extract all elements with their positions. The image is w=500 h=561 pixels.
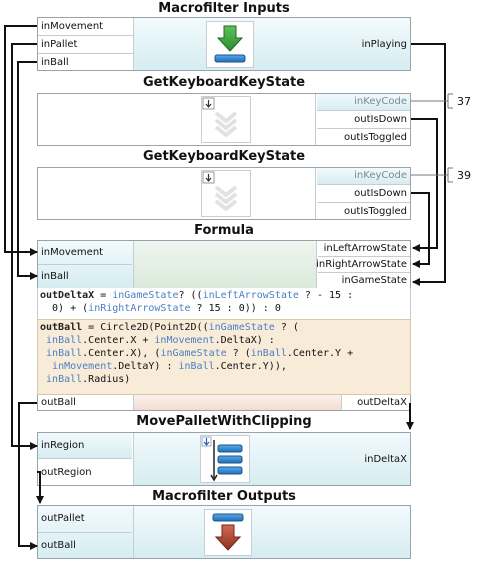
expr2-t7: .DeltaX) : bbox=[214, 335, 275, 346]
expr2-t8: inBall bbox=[46, 348, 83, 359]
port-inRegion[interactable]: inRegion bbox=[38, 433, 132, 459]
port-outIsDown[interactable]: outIsDown bbox=[317, 111, 410, 129]
port-inPallet[interactable]: inPallet bbox=[38, 36, 133, 54]
expr2-t9: .Center.X), ( bbox=[82, 348, 161, 359]
port-inKeyCode[interactable]: inKeyCode bbox=[317, 94, 410, 111]
keycode-value-2: 39 bbox=[457, 169, 471, 182]
expr2-t12: inBall bbox=[250, 348, 287, 359]
expr2-t10: inGameState bbox=[160, 348, 227, 359]
expr2-t17: .Center.Y)), bbox=[214, 361, 287, 372]
expr2-t13: .Center.Y + bbox=[286, 348, 354, 359]
port-outPallet[interactable]: outPallet bbox=[38, 506, 132, 533]
keyboard-icon bbox=[201, 96, 251, 143]
expr2-t16: inBall bbox=[178, 361, 215, 372]
port-inMovement[interactable]: inMovement bbox=[38, 18, 133, 36]
macrofilter-inputs-block[interactable]: inMovement inPallet inBall inPlaying bbox=[37, 17, 411, 71]
expr2-t1: = Circle2D(Point2D(( bbox=[82, 322, 209, 333]
port-outIsDown-2[interactable]: outIsDown bbox=[317, 185, 410, 203]
port-inKeyCode-2[interactable]: inKeyCode bbox=[317, 168, 410, 185]
keyboard-key-state-block-1[interactable]: inKeyCode outIsDown outIsToggled bbox=[37, 93, 411, 146]
wire-inPlaying bbox=[411, 43, 446, 286]
port-formula-inBall[interactable]: inBall bbox=[41, 270, 69, 282]
move-pallet-block[interactable]: inRegion outRegion inDeltaX bbox=[37, 432, 411, 486]
download-arrow-icon bbox=[206, 21, 254, 68]
wire-key2-isdown bbox=[411, 192, 430, 268]
port-outputs-outBall[interactable]: outBall bbox=[41, 540, 76, 551]
port-inPlaying[interactable]: inPlaying bbox=[361, 39, 407, 50]
expr2-t5: .Center.X + bbox=[82, 335, 155, 346]
expr2-t15: .DeltaY) : bbox=[112, 361, 179, 372]
wire-inBall bbox=[17, 61, 38, 280]
expr1-t5: ? - 15 : 0) + ( bbox=[52, 290, 354, 314]
wire-inPallet bbox=[11, 43, 38, 450]
move-title: MovePalletWithClipping bbox=[136, 414, 312, 429]
formula-output-row: outBall outDeltaX bbox=[37, 395, 411, 411]
expr2-t2: inGameState bbox=[208, 322, 275, 333]
port-formula-inMovement[interactable]: inMovement bbox=[38, 241, 132, 265]
macrofilter-outputs-block[interactable]: outPallet outBall bbox=[37, 505, 411, 559]
formula-title: Formula bbox=[194, 223, 254, 238]
port-inRightArrowState[interactable]: inRightArrowState bbox=[316, 257, 410, 273]
formula-expression-deltax[interactable]: outDeltaX = inGameState? ((inLeftArrowSt… bbox=[37, 288, 411, 319]
keyboard-icon-2 bbox=[201, 170, 251, 217]
port-inLeftArrowState[interactable]: inLeftArrowState bbox=[318, 241, 410, 257]
expr2-t6: inMovement bbox=[154, 335, 215, 346]
expr1-t1: = bbox=[94, 290, 113, 301]
wire-outBall bbox=[18, 402, 38, 550]
wire-outRegion bbox=[36, 471, 44, 504]
keycode-value-1: 37 bbox=[457, 95, 471, 108]
expr1-t2: inGameState bbox=[112, 290, 179, 301]
port-inGameState[interactable]: inGameState bbox=[341, 274, 407, 286]
expr1-t4: inLeftArrowState bbox=[202, 290, 299, 301]
inputs-title: Macrofilter Inputs bbox=[158, 1, 290, 16]
expr2-t18: inBall bbox=[46, 374, 83, 385]
port-outIsToggled[interactable]: outIsToggled bbox=[343, 131, 407, 143]
upload-arrow-icon bbox=[204, 509, 252, 556]
expr2-t19: .Radius) bbox=[82, 374, 131, 385]
key1-title: GetKeyboardKeyState bbox=[142, 75, 306, 90]
formula-expression-ball[interactable]: outBall = Circle2D(Point2D((inGameState … bbox=[37, 319, 411, 395]
keycode-bracket-1 bbox=[411, 93, 453, 109]
key2-title: GetKeyboardKeyState bbox=[142, 149, 306, 164]
expr1-t3: ? (( bbox=[178, 290, 203, 301]
port-outIsToggled-2[interactable]: outIsToggled bbox=[343, 205, 407, 217]
expr2-t3: ? ( bbox=[280, 322, 299, 333]
expr1-t0: outDeltaX bbox=[40, 290, 95, 301]
port-outBall[interactable]: outBall bbox=[41, 396, 76, 408]
port-inDeltaX[interactable]: inDeltaX bbox=[364, 454, 407, 465]
formula-block[interactable]: inMovement inBall inLeftArrowState inRig… bbox=[37, 240, 411, 288]
wire-inMovement bbox=[4, 25, 38, 256]
expr2-t4: inBall bbox=[46, 335, 83, 346]
port-outDeltaX[interactable]: outDeltaX bbox=[357, 396, 407, 408]
expr1-t7: ? 15 : 0)) : 0 bbox=[190, 303, 281, 314]
expr1-t6: inRightArrowState bbox=[88, 303, 191, 314]
port-outRegion[interactable]: outRegion bbox=[41, 466, 92, 478]
wire-key1-isdown bbox=[411, 118, 438, 252]
expr2-t0: outBall bbox=[40, 322, 83, 333]
expr2-t11: ? ( bbox=[226, 348, 251, 359]
pallet-move-icon bbox=[200, 435, 250, 483]
expr2-t14: inMovement bbox=[52, 361, 113, 372]
outputs-title: Macrofilter Outputs bbox=[152, 489, 296, 504]
keycode-bracket-2 bbox=[411, 167, 453, 183]
keyboard-key-state-block-2[interactable]: inKeyCode outIsDown outIsToggled bbox=[37, 167, 411, 220]
port-inBall[interactable]: inBall bbox=[41, 56, 69, 68]
